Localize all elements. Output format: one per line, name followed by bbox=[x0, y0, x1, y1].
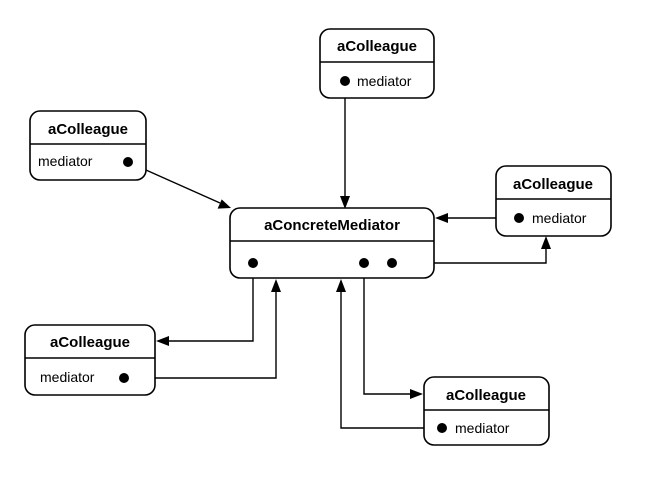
concrete-mediator-object: aConcreteMediator bbox=[229, 207, 435, 279]
mediator-ref-dot-lower-right bbox=[359, 258, 369, 268]
colleague-attribute: mediator bbox=[38, 153, 93, 169]
mediator-ref-dot-lower-left bbox=[248, 258, 258, 268]
colleague-lower-left: aColleague mediator bbox=[24, 324, 156, 396]
mediator-ref-dot bbox=[437, 423, 447, 433]
arrowhead-mediator-to-lower-right bbox=[410, 389, 423, 399]
mediator-ref-dot bbox=[119, 373, 129, 383]
arrowhead-lower-left-to-mediator bbox=[271, 279, 281, 292]
arrowhead-upper-left-to-mediator bbox=[217, 199, 231, 209]
link-mediator-to-lower-right-colleague bbox=[363, 263, 410, 395]
mediator-title: aConcreteMediator bbox=[264, 217, 400, 234]
colleague-title: aColleague bbox=[48, 121, 128, 138]
colleague-right: aColleague mediator bbox=[495, 165, 612, 237]
colleague-title: aColleague bbox=[337, 38, 417, 55]
colleague-attribute: mediator bbox=[455, 420, 510, 436]
colleague-attribute: mediator bbox=[357, 73, 412, 89]
link-lower-right-colleague-to-mediator bbox=[340, 292, 442, 429]
mediator-ref-dot bbox=[123, 157, 133, 167]
arrowhead-mediator-to-lower-left bbox=[156, 336, 169, 346]
colleague-attribute: mediator bbox=[532, 210, 587, 226]
colleague-title: aColleague bbox=[50, 334, 130, 351]
colleague-upper-left: aColleague mediator bbox=[29, 110, 147, 181]
arrowhead-mediator-to-right bbox=[541, 236, 551, 249]
arrowhead-lower-right-to-mediator bbox=[336, 279, 346, 292]
arrowhead-top-to-mediator bbox=[340, 196, 350, 209]
colleague-title: aColleague bbox=[446, 387, 526, 404]
colleague-title: aColleague bbox=[513, 176, 593, 193]
colleague-lower-right: aColleague mediator bbox=[423, 376, 550, 446]
mediator-ref-dot bbox=[514, 213, 524, 223]
arrowhead-right-to-mediator bbox=[435, 213, 448, 223]
link-lower-left-colleague-to-mediator bbox=[124, 292, 277, 379]
colleague-top: aColleague mediator bbox=[319, 28, 435, 99]
link-mediator-to-right-colleague bbox=[392, 249, 547, 264]
link-mediator-to-lower-left-colleague bbox=[168, 263, 254, 342]
colleague-attribute: mediator bbox=[40, 369, 95, 385]
mediator-ref-dot-right bbox=[387, 258, 397, 268]
mediator-ref-dot bbox=[340, 76, 350, 86]
